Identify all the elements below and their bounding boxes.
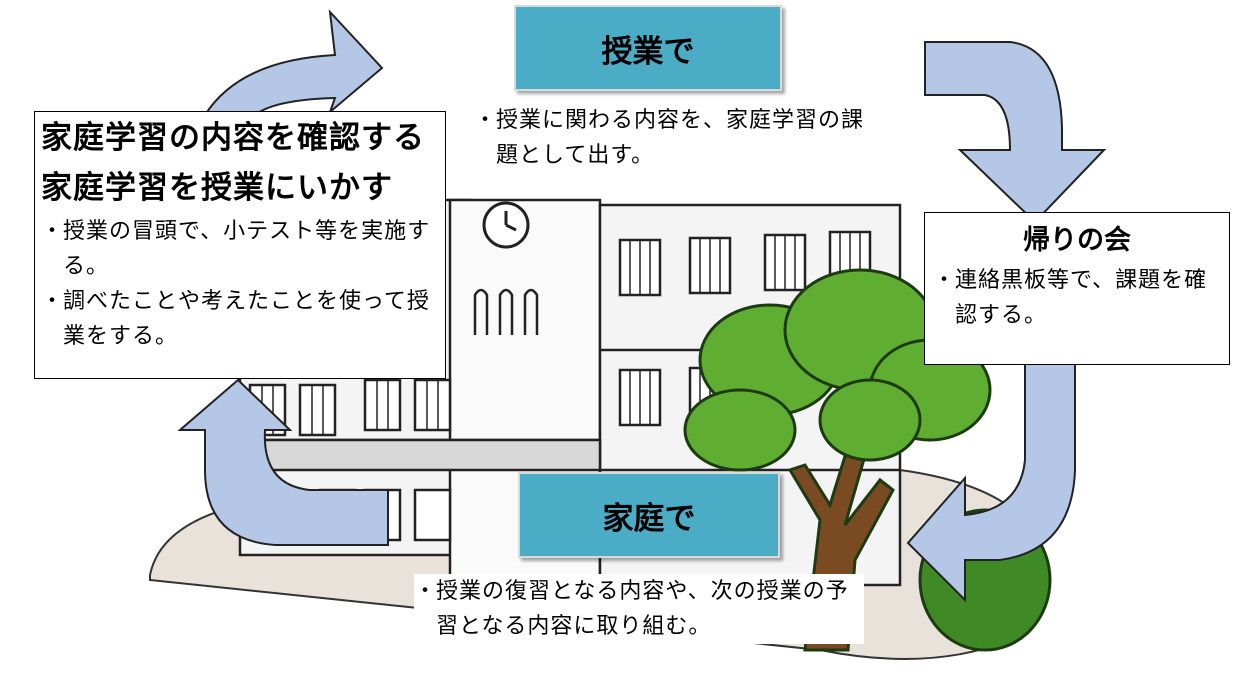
bullet-marker: ・ <box>474 108 498 133</box>
home-section-bullet: ・ 授業の復習となる内容や、次の授業の予習となる内容に取り組む。 <box>414 574 860 644</box>
review-section-title-line2: 家庭学習を授業にいかす <box>41 170 393 206</box>
arrow-to-homeroom <box>924 41 1107 224</box>
review-section-bullet: ・ 授業の冒頭で、小テスト等を実施する。 <box>41 214 437 284</box>
review-section-title-line1: 家庭学習の内容を確認する <box>41 120 425 156</box>
review-section-bullet: ・ 調べたことや考えたことを使って授業をする。 <box>41 284 437 354</box>
homeroom-section-bullets: ・ 連絡黒板等で、課題を確認する。 <box>933 263 1221 333</box>
arrow-to-review <box>177 378 389 546</box>
arrow-to-home <box>906 359 1076 603</box>
bullet-text: 調べたことや考えたことを使って授業をする。 <box>63 289 430 349</box>
homeroom-section-box: 帰りの会 ・ 連絡黒板等で、課題を確認する。 <box>924 212 1230 365</box>
bullet-marker: ・ <box>933 268 957 293</box>
bullet-marker: ・ <box>41 289 65 314</box>
class-section-title: 授業で <box>514 5 782 91</box>
bullet-marker: ・ <box>414 579 438 604</box>
bullet-text: 授業の冒頭で、小テスト等を実施する。 <box>63 219 431 279</box>
review-section-bullets: ・ 授業の冒頭で、小テスト等を実施する。 ・ 調べたことや考えたことを使って授業… <box>41 214 437 354</box>
home-section-title-text: 家庭で <box>602 500 696 537</box>
class-section-bullet: ・ 授業に関わる内容を、家庭学習の課題として出す。 <box>474 103 874 173</box>
cycle-arrow-icon <box>177 9 1107 603</box>
home-section-title: 家庭で <box>518 472 780 558</box>
bullet-text: 授業に関わる内容を、家庭学習の課題として出す。 <box>496 108 865 168</box>
clock-icon <box>482 201 530 249</box>
class-section-title-text: 授業で <box>601 33 695 70</box>
class-section-bullets: ・ 授業に関わる内容を、家庭学習の課題として出す。 <box>474 103 874 173</box>
bullet-text: 授業の復習となる内容や、次の授業の予習となる内容に取り組む。 <box>436 579 849 639</box>
homeroom-section-bullet: ・ 連絡黒板等で、課題を確認する。 <box>933 263 1221 333</box>
review-section-box: 家庭学習の内容を確認する 家庭学習を授業にいかす ・ 授業の冒頭で、小テスト等を… <box>34 111 446 379</box>
arrow-to-class <box>203 9 384 122</box>
bullet-marker: ・ <box>41 219 65 244</box>
home-section-bullets: ・ 授業の復習となる内容や、次の授業の予習となる内容に取り組む。 <box>414 574 864 644</box>
bullet-text: 連絡黒板等で、課題を確認する。 <box>955 268 1208 328</box>
homeroom-section-title: 帰りの会 <box>1023 225 1131 256</box>
